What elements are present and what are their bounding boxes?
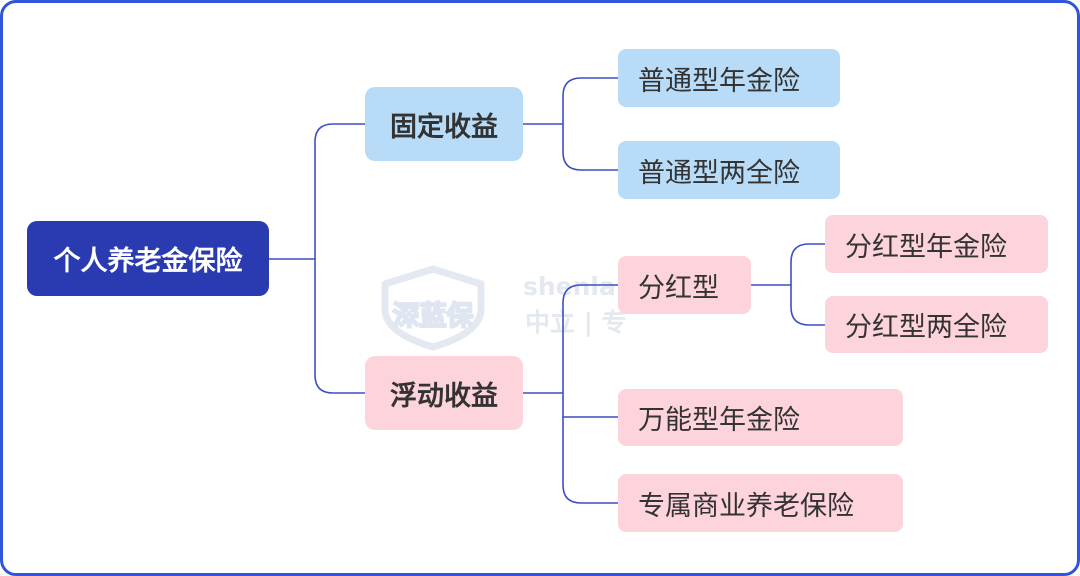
fixed-child-node-2: 普通型两全险 bbox=[618, 141, 840, 199]
root-node: 个人养老金保险 bbox=[27, 221, 269, 296]
watermark-brand: shenlan bbox=[523, 272, 634, 301]
connectors bbox=[268, 77, 826, 504]
connector-root-branches bbox=[314, 123, 366, 394]
dividend-child-node-1: 分红型年金险 bbox=[825, 215, 1048, 273]
fixed-child-node-1: 普通型年金险 bbox=[618, 49, 840, 107]
floating-child-node-2: 专属商业养老保险 bbox=[618, 474, 903, 532]
floating-income-node: 浮动收益 bbox=[365, 356, 523, 430]
dividend-child-node-2: 分红型两全险 bbox=[825, 296, 1048, 353]
dividend-node: 分红型 bbox=[618, 256, 751, 314]
watermark-tagline: 中立 | 专 bbox=[525, 308, 627, 337]
watermark: 深蓝保 shenlan 中立 | 专 bbox=[381, 265, 634, 351]
connector-dividend-children bbox=[790, 243, 826, 326]
connector-floating-children bbox=[562, 284, 619, 504]
watermark-shield-icon bbox=[381, 265, 485, 351]
fixed-income-node: 固定收益 bbox=[365, 87, 523, 161]
floating-child-node-1: 万能型年金险 bbox=[618, 389, 903, 446]
connector-fixed-children bbox=[562, 77, 619, 171]
watermark-logo-text: 深蓝保 bbox=[393, 301, 475, 332]
